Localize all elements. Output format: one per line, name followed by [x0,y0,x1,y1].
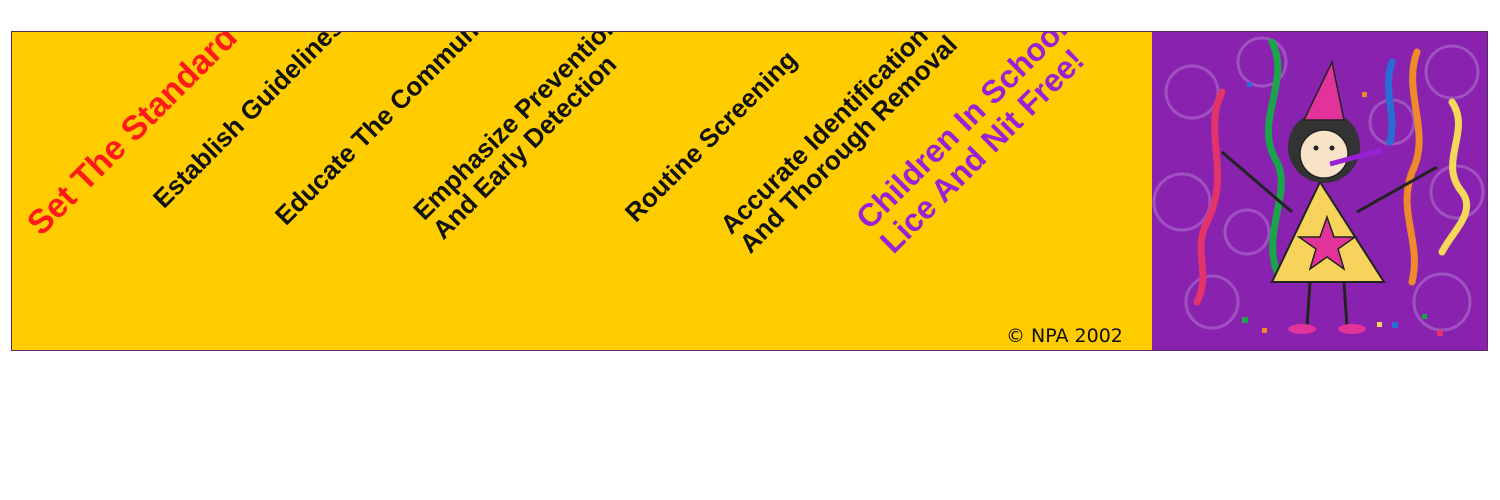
copyright-notice: © NPA 2002 [1006,325,1123,347]
step-line: And Early Detection [426,49,623,246]
streamers [1193,38,1471,306]
party-hat-icon [1302,59,1345,121]
party-girl-icon [1152,32,1487,350]
message-panel: Set The Standard Establish Guidelines Ed… [12,32,1152,350]
lice-free-banner: Set The Standard Establish Guidelines Ed… [11,31,1488,351]
party-girl-illustration [1152,36,1485,336]
star-icon [1296,214,1358,271]
party-horn [1329,147,1383,167]
face [1299,129,1349,179]
confetti [1242,82,1443,336]
